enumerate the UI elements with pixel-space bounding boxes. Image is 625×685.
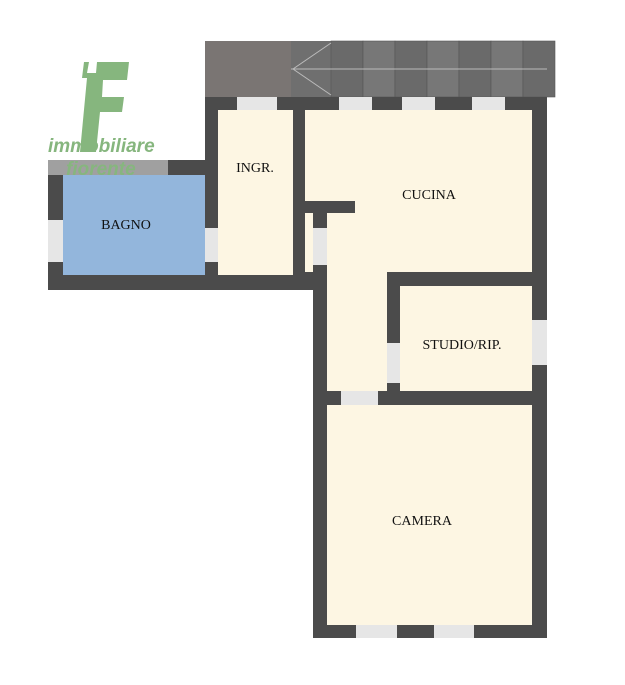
room-camera xyxy=(327,405,532,625)
logo-mark xyxy=(80,62,129,152)
corridor xyxy=(327,110,387,391)
room-label-ingresso: INGR. xyxy=(236,161,274,176)
room-ingresso xyxy=(218,110,293,275)
logo-line1: immobiliare xyxy=(48,136,155,157)
room-label-camera: CAMERA xyxy=(392,514,453,529)
room-label-bagno: BAGNO xyxy=(101,218,151,233)
openings xyxy=(48,97,547,638)
room-studio xyxy=(400,286,532,391)
room-bagno xyxy=(63,175,205,275)
room-label-cucina: CUCINA xyxy=(402,188,457,203)
landing xyxy=(205,41,291,97)
room-label-studio: STUDIO/RIP. xyxy=(423,338,502,353)
logo-line2: fiorente xyxy=(66,159,136,180)
